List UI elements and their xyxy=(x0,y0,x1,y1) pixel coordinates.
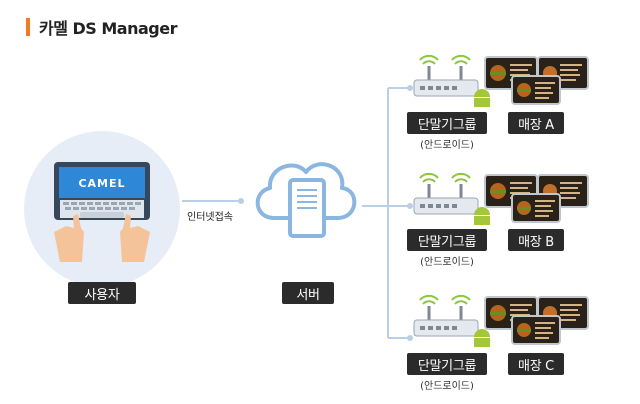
branch-a-devices xyxy=(413,54,589,107)
menu-board-screens xyxy=(484,174,589,223)
android-icon xyxy=(474,207,490,225)
user-label: 사용자 xyxy=(68,282,136,304)
store-label-b: 매장 B xyxy=(508,229,564,251)
header-accent-bar xyxy=(26,18,30,36)
store-label-a: 매장 A xyxy=(508,112,564,134)
server-label: 서버 xyxy=(282,282,334,304)
user-laptop-icon: CAMEL xyxy=(24,131,180,287)
branch-c-devices xyxy=(413,294,589,347)
store-label-c: 매장 C xyxy=(508,353,564,375)
cloud-server-icon xyxy=(255,162,357,238)
branch-b-devices xyxy=(413,172,589,225)
menu-board-screens xyxy=(484,56,589,105)
page-header: 카멜 DS Manager xyxy=(26,17,178,38)
connection-label: 인터넷접속 xyxy=(187,212,233,223)
android-icon xyxy=(474,89,490,107)
page-title: 카멜 DS Manager xyxy=(39,19,178,38)
device-os-label-c: (안드로이드) xyxy=(420,381,474,392)
device-group-label-c: 단말기그룹 xyxy=(407,353,487,375)
android-icon xyxy=(474,329,490,347)
device-group-label-b: 단말기그룹 xyxy=(407,229,487,251)
menu-board-screens xyxy=(484,296,589,345)
device-group-label-a: 단말기그룹 xyxy=(407,112,487,134)
router-icon xyxy=(413,54,479,97)
router-icon xyxy=(413,172,479,215)
router-icon xyxy=(413,294,479,337)
laptop-logo: CAMEL xyxy=(78,177,125,190)
device-os-label-b: (안드로이드) xyxy=(420,257,474,268)
device-os-label-a: (안드로이드) xyxy=(420,140,474,151)
